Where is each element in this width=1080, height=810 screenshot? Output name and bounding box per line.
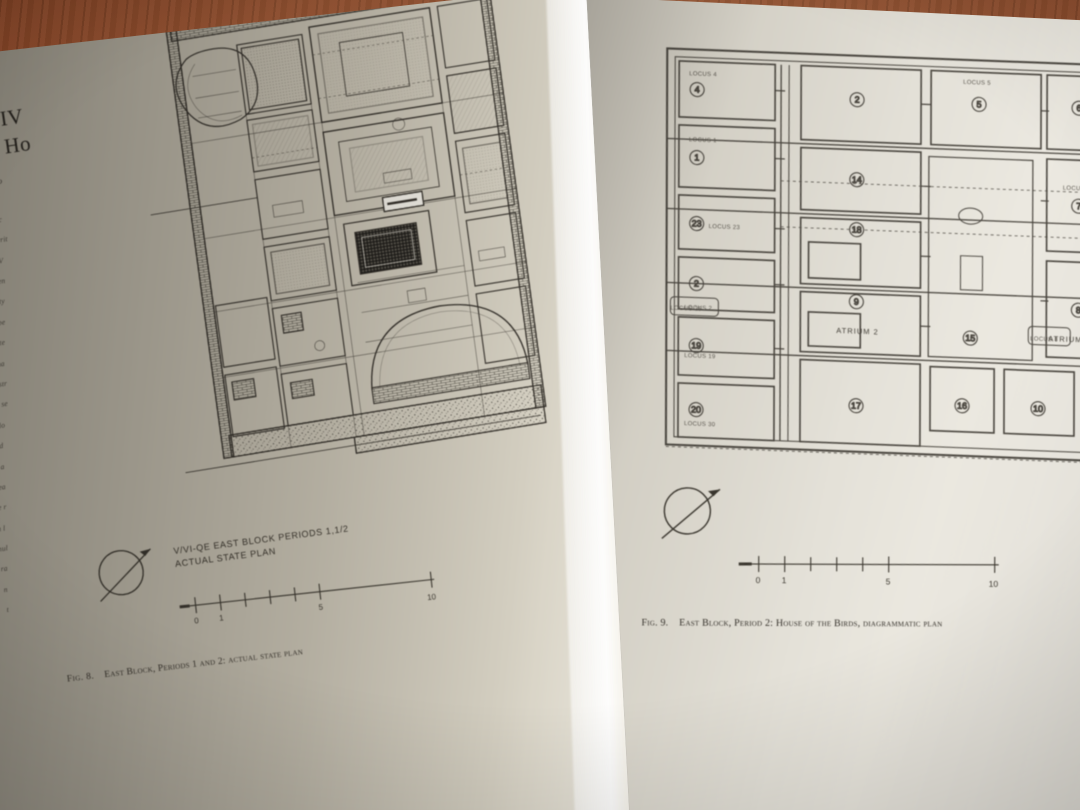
plan-9-drawing: 4 1 23 2 19 20 2 14 18 9 17 5 [630,25,1080,495]
figure-8-number: Fig. 8. [66,671,95,685]
locus-label: LOCUS 7 [1063,186,1080,193]
atrium-1-label: ATRIUM 1 [1048,334,1080,345]
room-number: 9 [854,297,859,307]
locus-label: LOCUS 19 [684,353,716,360]
room-number: 15 [965,333,975,343]
room-number: 14 [852,175,862,185]
scale-bar-left-graphic: 0 1 5 10 [176,563,444,633]
room-number: 2 [855,95,860,105]
locus-label: LOCUS 5 [963,80,991,87]
figure-9-number: Fig. 9. [641,617,669,629]
room-number: 19 [691,340,701,350]
scale-tick-5: 5 [886,576,891,586]
scale-tick-5: 5 [318,602,324,611]
room-number: 10 [1033,404,1043,414]
atrium-2-label: ATRIUM 2 [836,326,878,337]
room-number: 2 [694,278,699,288]
locus-label: LOCUS 23 [709,224,741,231]
locus-label: LOCUS 8 [1030,336,1058,343]
scale-tick-0: 0 [194,616,200,625]
left-page: Cosa IV The Ho Vincent J. Bruno Russell … [0,0,703,810]
scale-bar-right: 0 1 5 10 [737,546,1007,593]
scale-bar-left: 0 1 5 10 [176,563,444,633]
figure-8-caption: Fig. 8. East Block, Periods 1 and 2: act… [66,638,385,685]
north-arrow-icon-right [648,473,731,546]
locus-label: LOCUS 25 [670,306,702,313]
room-number: 18 [852,225,862,235]
locus-label: LOCUS 30 [684,421,716,428]
room-number: 20 [691,404,701,414]
north-arrow-glyph [79,532,167,611]
north-arrow-icon-left [79,532,167,611]
room-number: 1 [694,152,699,162]
locus-label: LOCUS 1 [689,137,717,144]
figure-9-caption: Fig. 9. East Block, Period 2: House of t… [641,617,1041,629]
room-number: 23 [692,218,702,228]
figure-9-diagrammatic-plan: 4 1 23 2 19 20 2 14 18 9 17 5 [630,25,1080,495]
scale-tick-1: 1 [219,613,225,622]
figure-8-actual-state-plan [124,0,586,512]
scale-tick-10: 10 [989,579,999,589]
room-number: 7 [1076,201,1080,211]
scale-tick-1: 1 [782,575,787,585]
locus-label: LOCUS 2 [684,305,712,312]
figure-9-caption-text: East Block, Period 2: House of the Birds… [679,617,943,630]
locus-label: LOCUS 4 [689,71,717,78]
plan-8-drawing [124,0,586,512]
room-number: 6 [1077,103,1080,113]
scale-bar-right-graphic: 0 1 5 10 [737,546,1007,593]
scale-tick-10: 10 [427,592,437,602]
north-arrow-glyph-right [648,473,731,546]
figure-8-caption-text: East Block, Periods 1 and 2: actual stat… [103,647,304,681]
plan-8-title-block: V/VI-QE EAST BLOCK PERIODS 1,1/2 ACTUAL … [173,516,404,571]
room-number: 16 [957,401,967,411]
room-number: 5 [977,99,982,109]
scale-tick-0: 0 [756,575,761,585]
room-number: 17 [851,401,861,411]
right-page: 4 1 23 2 19 20 2 14 18 9 17 5 [584,0,1080,810]
room-number: 4 [695,84,700,94]
room-number: 8 [1076,305,1080,315]
